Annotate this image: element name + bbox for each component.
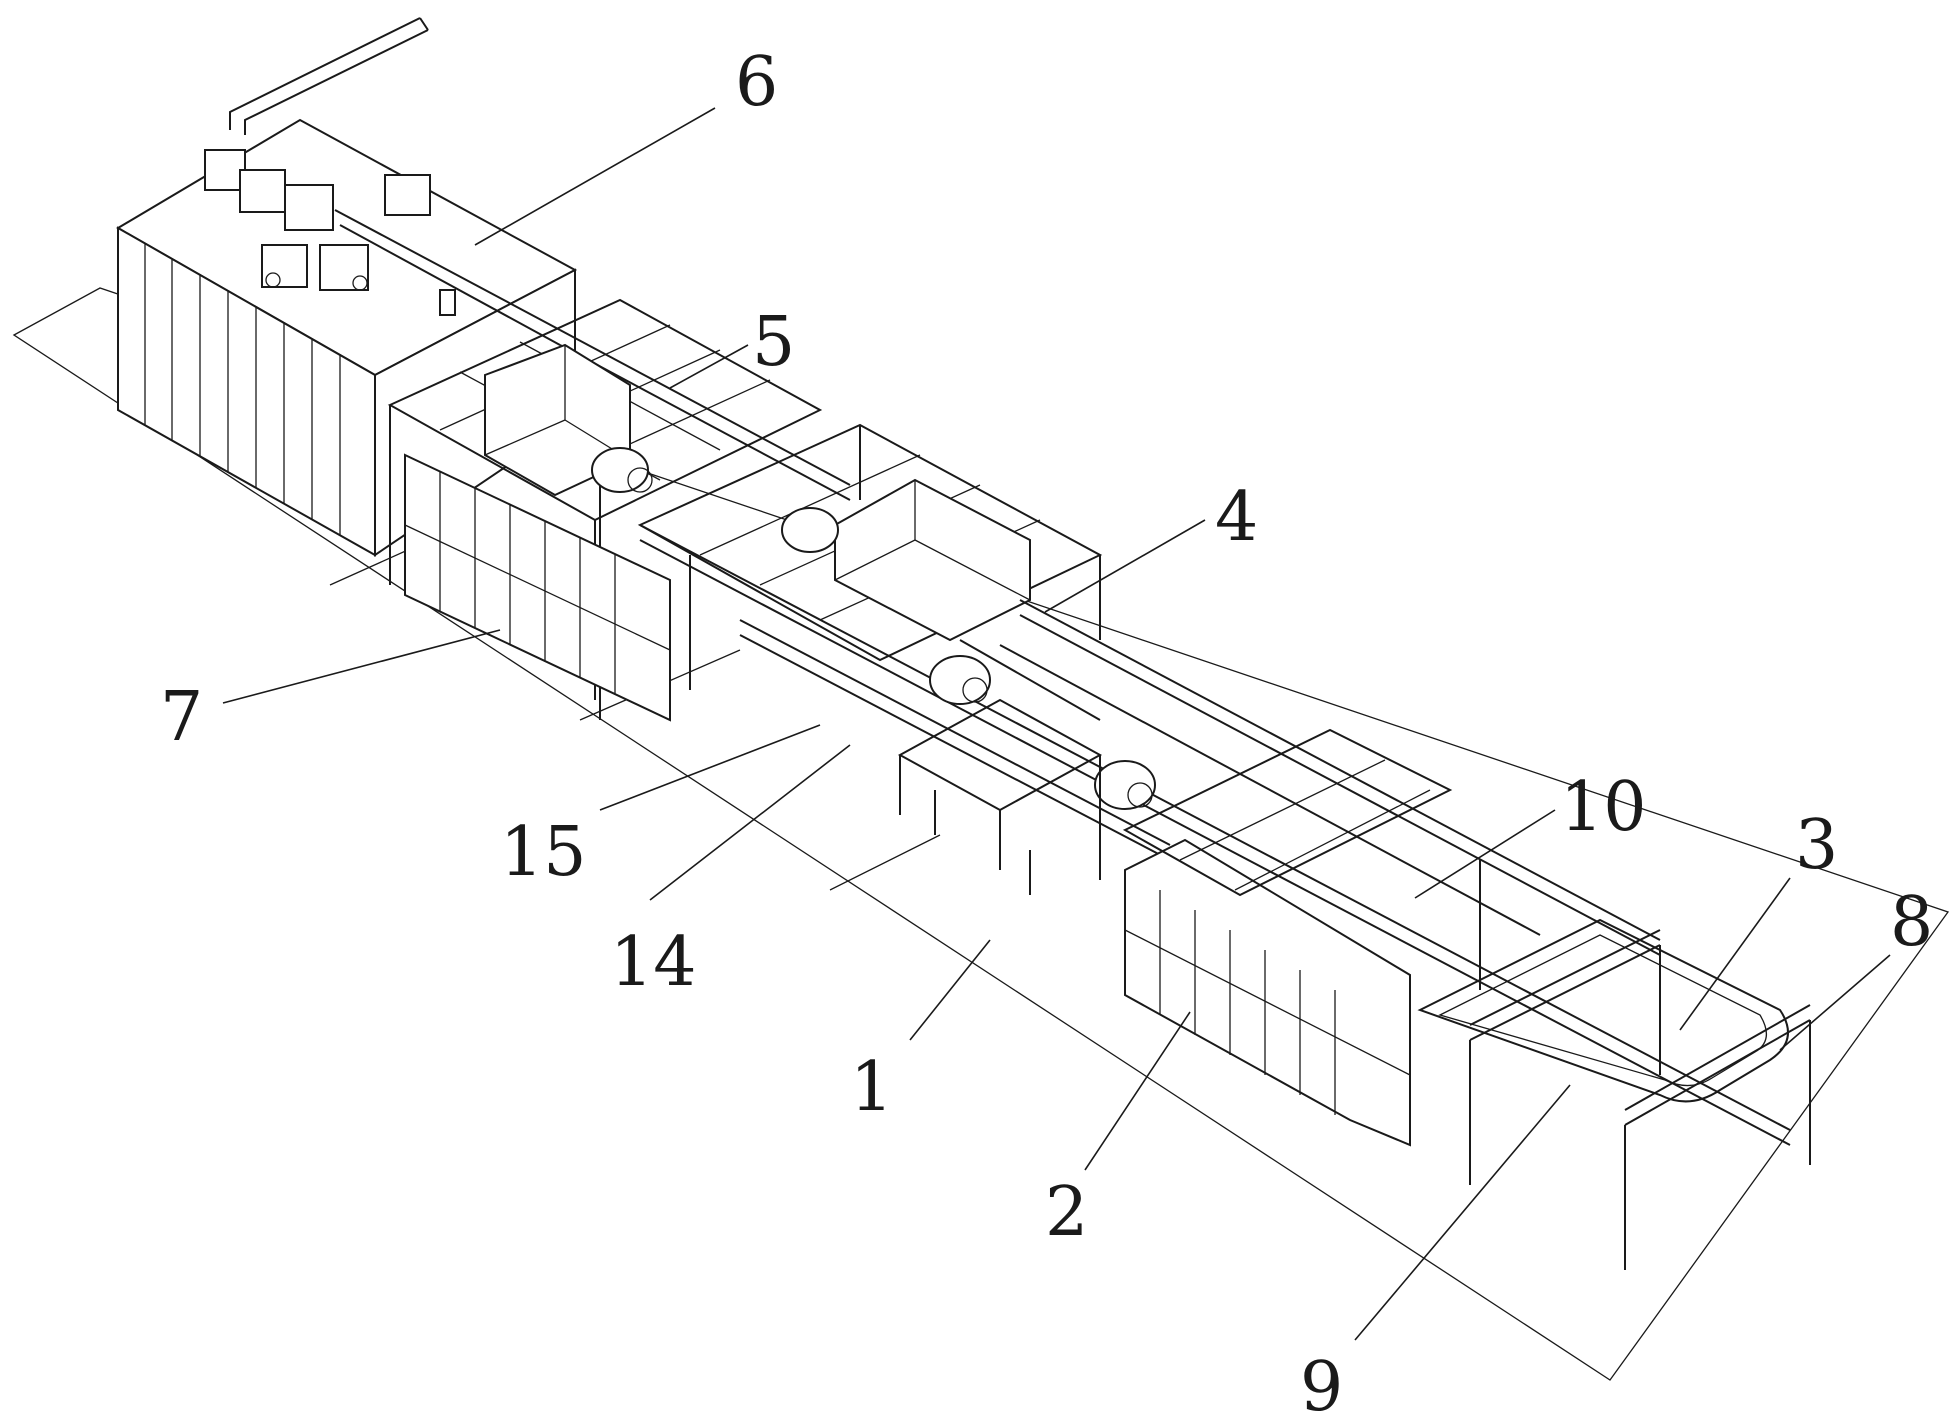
callout-8: 8 <box>1890 883 1933 962</box>
curing-booth-panels <box>1122 728 1453 1147</box>
callout-labels: 6 5 4 7 15 14 1 2 10 3 8 9 <box>160 43 1933 1425</box>
callout-6: 6 <box>735 43 778 122</box>
callout-5: 5 <box>752 303 795 382</box>
spray-booth-panels <box>404 453 671 722</box>
return-loop <box>1417 860 1811 1270</box>
callout-9: 9 <box>1300 1348 1343 1425</box>
callout-1: 1 <box>850 1048 893 1127</box>
drive-motors <box>591 447 1156 810</box>
callout-7: 7 <box>160 678 203 757</box>
callout-2: 2 <box>1045 1173 1088 1252</box>
leader-lines <box>222 107 1891 1341</box>
callout-10: 10 <box>1560 768 1647 847</box>
callout-4: 4 <box>1215 478 1258 557</box>
callout-15: 15 <box>500 813 587 892</box>
middle-frame-structure <box>637 423 1103 662</box>
callout-14: 14 <box>610 923 697 1002</box>
pretreatment-section <box>897 639 1103 895</box>
callout-3: 3 <box>1795 806 1838 885</box>
